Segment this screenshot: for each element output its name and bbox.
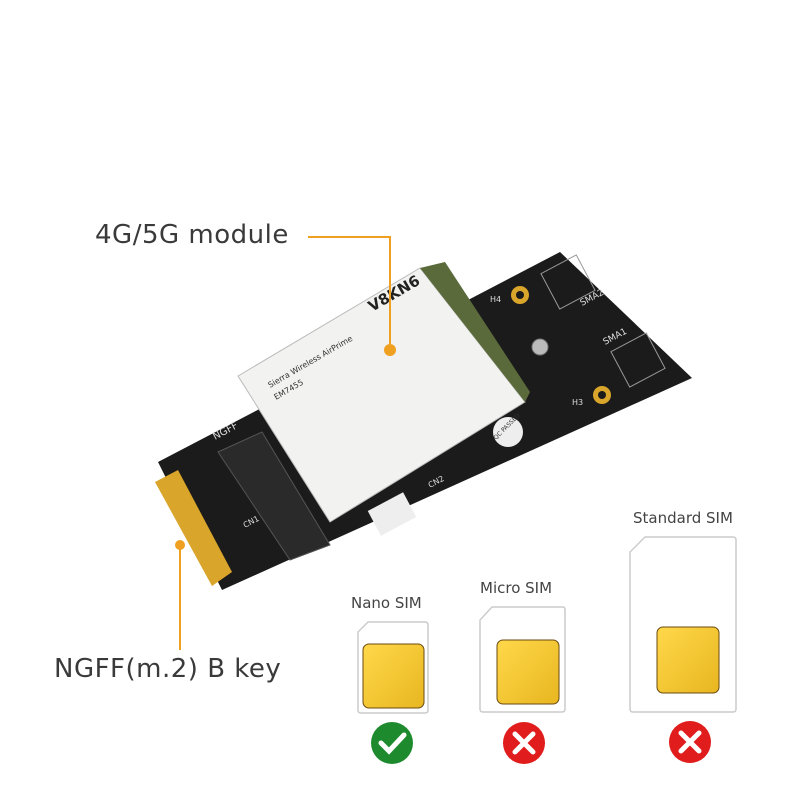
module-pcb-edge (420, 262, 530, 402)
micro-sim-card (479, 606, 566, 713)
sim-card-in-slot (367, 492, 417, 536)
cross-icon (503, 722, 545, 764)
gold-fingers (155, 470, 232, 586)
standard-sim-label: Standard SIM (633, 509, 733, 527)
h3-marking: H3 (572, 398, 583, 407)
connector-callout-label: NGFF(m.2) B key (54, 654, 282, 684)
m2-slot (217, 431, 331, 561)
nano-sim-card (357, 621, 429, 714)
check-icon (371, 722, 413, 764)
module-callout-dot (384, 344, 396, 356)
module-callout-label: 4G/5G module (95, 220, 289, 250)
connector-callout-dot (175, 540, 185, 550)
nano-sim-label: Nano SIM (351, 594, 422, 612)
standoff (531, 338, 549, 356)
h4-marking: H4 (490, 295, 501, 304)
sim-chip (496, 639, 560, 705)
module-callout-line (308, 236, 391, 350)
cross-icon (669, 721, 711, 763)
sim-chip (656, 626, 720, 694)
standard-sim-card (629, 536, 737, 713)
qc-sticker (493, 417, 523, 447)
sma1-pad (610, 332, 666, 388)
sim-chip (362, 643, 425, 709)
sma2-pad (540, 254, 596, 310)
micro-sim-label: Micro SIM (480, 579, 553, 597)
